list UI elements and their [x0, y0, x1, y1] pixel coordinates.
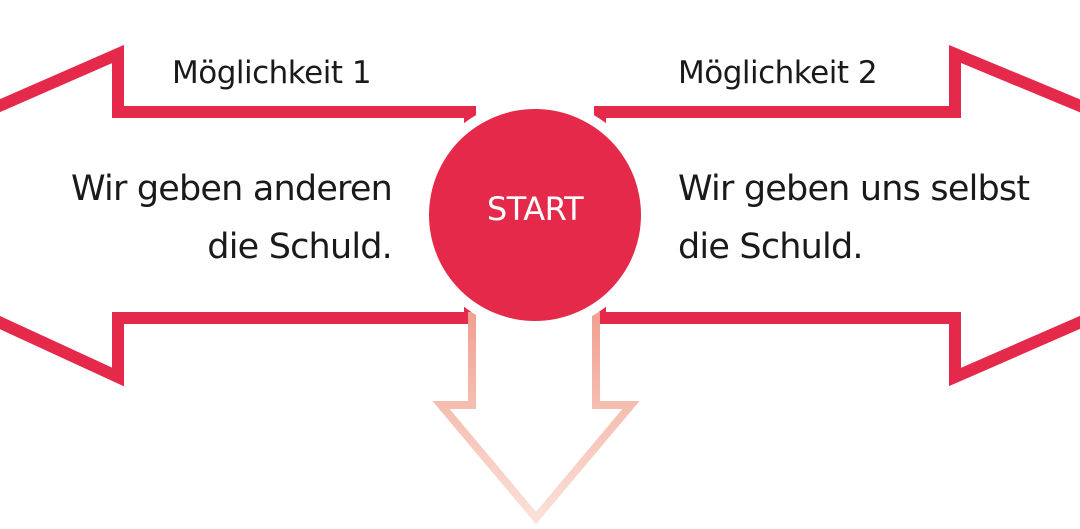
option-1-title: Möglichkeit 1 [172, 55, 372, 91]
option-2-line-2: die Schuld. [678, 227, 864, 267]
down-arrow-shape [432, 312, 640, 525]
option-1-line-2: die Schuld. [207, 227, 393, 267]
option-2-title: Möglichkeit 2 [678, 55, 878, 91]
option-2-description: Wir geben uns selbst die Schuld. [678, 160, 1030, 276]
option-2-line-1: Wir geben uns selbst [678, 169, 1030, 209]
option-1-line-1: Wir geben anderen [70, 169, 393, 209]
start-circle [429, 109, 641, 321]
start-label: START [486, 190, 584, 228]
option-1-description: Wir geben anderen die Schuld. [70, 160, 393, 276]
